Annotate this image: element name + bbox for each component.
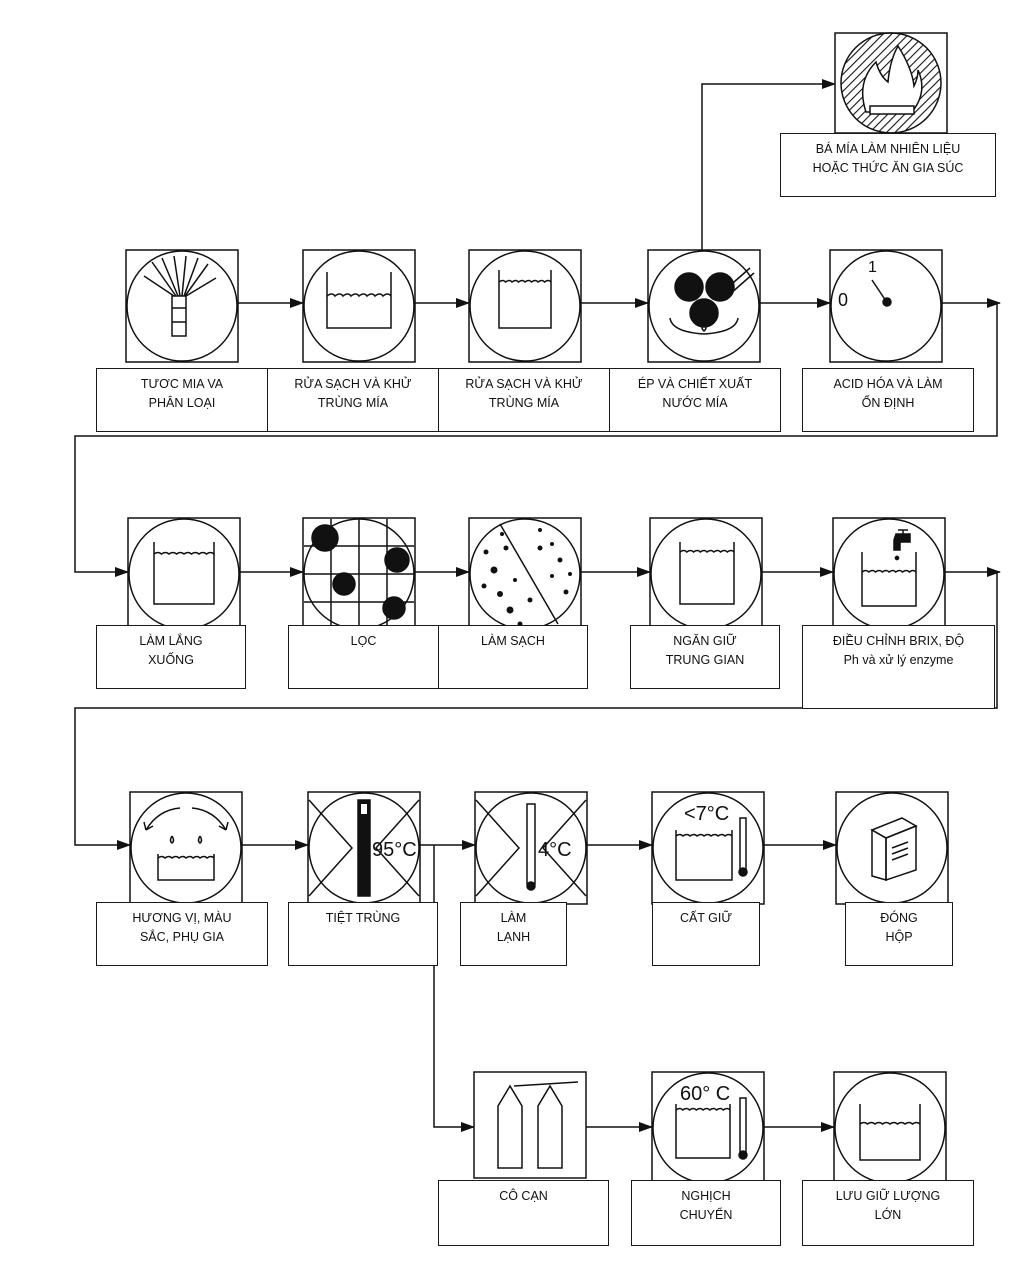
wash1-tank-icon bbox=[302, 249, 416, 363]
label-filter: LỌC bbox=[288, 625, 439, 689]
label-line: NGĂN GIỮ bbox=[673, 634, 737, 648]
label-bagasse: BÁ MÍA LÀM NHIÊN LIỆU HOẶC THỨC ĂN GIA SÚ… bbox=[780, 133, 996, 197]
label-line: HOẶC THỨC ĂN GIA SÚC bbox=[812, 161, 964, 175]
label-line: TƯƠC MIA VA bbox=[140, 377, 224, 391]
label-line: ÉP VÀ CHIẾT XUẤT bbox=[637, 377, 753, 391]
label-store: CẤT GIỮ bbox=[652, 902, 760, 966]
label-hold: NGĂN GIỮ TRUNG GIAN bbox=[630, 625, 780, 689]
label-press: ÉP VÀ CHIẾT XUẤT NƯỚC MÍA bbox=[609, 368, 781, 432]
label-line: SẮC, PHỤ GIA bbox=[139, 930, 225, 944]
wash2-tank-icon bbox=[468, 249, 582, 363]
label-line: TRUNG GIAN bbox=[665, 653, 745, 667]
label-line: LÀM LẮNG bbox=[139, 634, 203, 648]
label-line: TRÙNG MÍA bbox=[488, 396, 560, 410]
invert-temp-text: 60° C bbox=[680, 1083, 730, 1105]
label-line: LẠNH bbox=[496, 930, 531, 944]
label-line: NGHỊCH bbox=[681, 1189, 731, 1203]
label-invert: NGHỊCH CHUYỂN bbox=[631, 1180, 781, 1246]
label-line: TRÙNG MÍA bbox=[317, 396, 389, 410]
label-line: TIỆT TRÙNG bbox=[325, 911, 401, 925]
label-line: ĐÓNG bbox=[880, 911, 918, 925]
press-rollers-icon bbox=[647, 249, 761, 363]
flow-arrows bbox=[74, 79, 1001, 1132]
label-line: ỔN ĐỊNH bbox=[861, 396, 915, 410]
label-line: ACID HÓA VÀ LÀM bbox=[833, 377, 943, 391]
harvest-icon bbox=[125, 249, 239, 363]
label-flavor: HƯƠNG VỊ, MÀU SẮC, PHỤ GIA bbox=[96, 902, 268, 966]
gauge-one-text: 1 bbox=[868, 259, 877, 276]
label-settle: LÀM LẮNG XUỐNG bbox=[96, 625, 246, 689]
evaporate-vessels-icon bbox=[473, 1071, 587, 1179]
label-can: ĐÓNG HỘP bbox=[845, 902, 953, 966]
label-line: LỌC bbox=[350, 634, 377, 648]
label-line: LÀM bbox=[500, 911, 527, 925]
label-line: CẤT GIỮ bbox=[679, 911, 733, 925]
label-line: CÔ CẠN bbox=[499, 1189, 548, 1203]
label-line: PHÂN LOẠI bbox=[148, 396, 216, 410]
label-line: RỬA SẠCH VÀ KHỬ bbox=[465, 377, 583, 391]
label-harvest: TƯƠC MIA VA PHÂN LOẠI bbox=[96, 368, 268, 432]
label-acid: ACID HÓA VÀ LÀM ỔN ĐỊNH bbox=[802, 368, 974, 432]
label-line: CHUYỂN bbox=[679, 1208, 733, 1222]
brix-tap-tank-icon bbox=[832, 517, 946, 631]
label-sterilize: TIỆT TRÙNG bbox=[288, 902, 438, 966]
flavor-tank-icon bbox=[129, 791, 243, 905]
label-line: XUỐNG bbox=[148, 653, 194, 667]
hold-tank-icon bbox=[649, 517, 763, 631]
label-brix: ĐIỀU CHỈNH BRIX, ĐỘ Ph và xử lý enzyme bbox=[802, 625, 995, 709]
label-bulk: LƯU GIỮ LƯỢNG LỚN bbox=[802, 1180, 974, 1246]
settle-tank-icon bbox=[127, 517, 241, 631]
store-temp-text: <7°C bbox=[684, 803, 729, 825]
label-line: LỚN bbox=[874, 1208, 902, 1222]
cool-temp-text: 4°C bbox=[538, 839, 572, 861]
filter-mesh-icon bbox=[302, 517, 416, 631]
label-evaporate: CÔ CẠN bbox=[438, 1180, 609, 1246]
sterilize-temp-text: 95°C bbox=[372, 839, 417, 861]
label-clean: LÀM SẠCH bbox=[438, 625, 588, 689]
clean-particles-icon bbox=[468, 517, 582, 631]
label-line: Ph và xử lý enzyme bbox=[843, 653, 954, 667]
label-line: HƯƠNG VỊ, MÀU bbox=[132, 911, 232, 925]
label-line: RỬA SẠCH VÀ KHỬ bbox=[294, 377, 412, 391]
gauge-zero-text: 0 bbox=[838, 290, 848, 310]
label-line: ĐIỀU CHỈNH BRIX, ĐỘ bbox=[832, 634, 965, 648]
label-line: NƯỚC MÍA bbox=[662, 396, 728, 410]
label-line: LÀM SẠCH bbox=[481, 634, 545, 648]
bulk-tank-icon bbox=[833, 1071, 947, 1185]
can-box-icon bbox=[835, 791, 949, 905]
label-line: LƯU GIỮ LƯỢNG bbox=[835, 1189, 941, 1203]
bagasse-flame-icon bbox=[834, 32, 948, 134]
label-line: BÁ MÍA LÀM NHIÊN LIỆU bbox=[815, 142, 961, 156]
label-cool: LÀM LẠNH bbox=[460, 902, 567, 966]
label-wash2: RỬA SẠCH VÀ KHỬ TRÙNG MÍA bbox=[438, 368, 610, 432]
label-line: HỘP bbox=[885, 930, 913, 944]
label-wash1: RỬA SẠCH VÀ KHỬ TRÙNG MÍA bbox=[267, 368, 439, 432]
